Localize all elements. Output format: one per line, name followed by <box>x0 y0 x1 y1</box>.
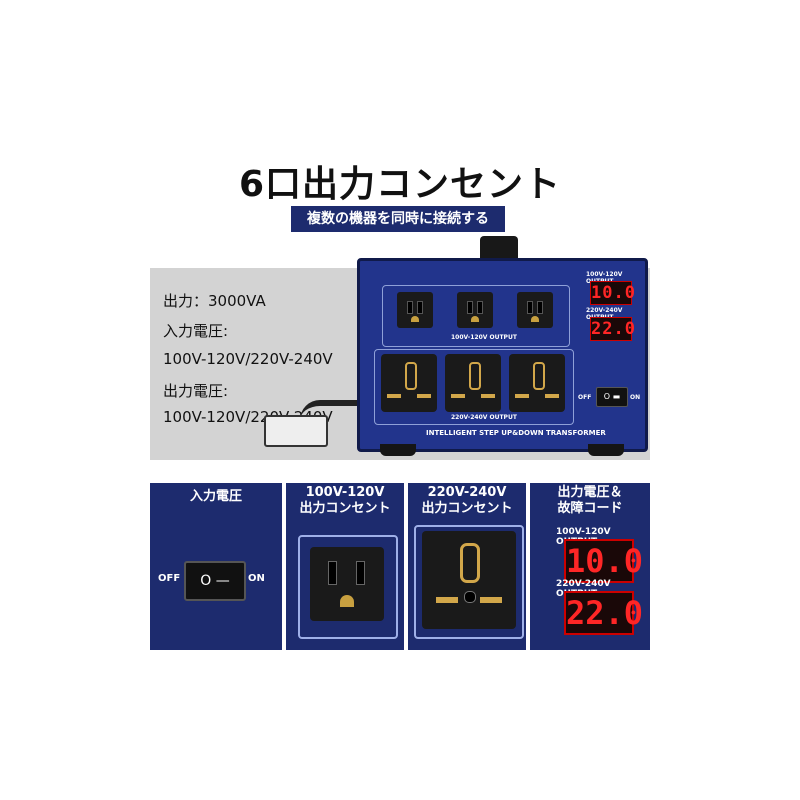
ground-pin-icon <box>340 595 354 607</box>
socket-bar <box>515 394 529 398</box>
ground-hole-icon <box>464 591 476 603</box>
lcd-bottom-display: 22.0 <box>590 317 636 341</box>
panel-input-voltage: 入力電圧 OFF O — ON <box>150 483 282 650</box>
page-title: 6口出力コンセント <box>238 164 562 205</box>
universal-socket <box>445 354 501 412</box>
power-cord <box>300 400 360 424</box>
socket-bar <box>387 394 401 398</box>
socket-bar <box>480 597 502 603</box>
socket-bar <box>481 394 495 398</box>
socket-slot-icon <box>405 362 417 390</box>
switch-on-label: ON <box>630 394 641 401</box>
spec-output-capacity: 出力：3000VA <box>163 292 266 310</box>
us-output-label: 100V-120V OUTPUT <box>451 334 517 341</box>
panel-heading-voltage: 220V-240V <box>427 485 507 500</box>
universal-outlet-frame <box>414 525 524 639</box>
panel-heading-line1: 出力電圧＆ <box>557 485 623 500</box>
universal-socket <box>381 354 437 412</box>
us-socket <box>397 292 433 328</box>
us-socket-group: 100V-120V OUTPUT <box>382 285 570 347</box>
spec-input-range: 100V-120V/220V-240V <box>163 350 333 368</box>
spec-input-label: 入力電圧: <box>163 322 229 340</box>
socket-bar <box>436 597 458 603</box>
lcd-top-display: 10.0 <box>590 281 636 305</box>
transformer-body: 100V-120V OUTPUT 220V-240V OUTPUT 100V-1… <box>357 258 648 452</box>
panel-us-outlet: 100V-120V 出力コンセント <box>286 483 404 650</box>
socket-slot-icon <box>460 543 480 583</box>
switch-off-label: OFF <box>578 394 592 401</box>
brand-line: INTELLIGENT STEP UP&DOWN TRANSFORMER <box>426 429 606 437</box>
ground-pin-icon <box>411 316 419 322</box>
ground-pin-icon <box>531 316 539 322</box>
carry-handle <box>480 236 518 262</box>
socket-bar <box>417 394 431 398</box>
panel-heading: 入力電圧 <box>189 489 242 504</box>
universal-socket-group: 220V-240V OUTPUT <box>374 349 574 425</box>
socket-slot-icon <box>356 561 365 585</box>
switch-on-label: ON <box>248 573 265 584</box>
socket-slot-icon <box>469 362 481 390</box>
device-foot <box>380 444 416 456</box>
panel-heading-outlet: 出力コンセント <box>299 501 391 516</box>
us-socket-closeup <box>310 547 384 621</box>
us-outlet-frame <box>298 535 398 639</box>
panel-heading-outlet: 出力コンセント <box>421 501 513 516</box>
panel-heading-voltage: 100V-120V <box>305 485 385 500</box>
socket-bar <box>451 394 465 398</box>
switch-off-label: OFF <box>158 573 181 584</box>
socket-bar <box>545 394 559 398</box>
display-bottom-lcd: 22.0 <box>564 591 643 635</box>
panel-universal-outlet: 220V-240V 出力コンセント <box>408 483 526 650</box>
device-foot <box>588 444 624 456</box>
power-switch[interactable]: O ▬ <box>596 387 628 407</box>
panel-display: 出力電圧＆ 故障コード 100V-120V OUTPUT 10.0 220V-2… <box>530 483 650 650</box>
power-plug <box>264 415 328 447</box>
panel-heading-line2: 故障コード <box>557 501 623 516</box>
display-top-lcd: 10.0 <box>564 539 643 583</box>
us-socket <box>457 292 493 328</box>
universal-socket-closeup <box>422 531 516 629</box>
socket-slot-icon <box>328 561 337 585</box>
spec-output-label: 出力電圧: <box>163 382 229 400</box>
input-power-switch[interactable]: O — <box>184 561 246 601</box>
ground-pin-icon <box>471 316 479 322</box>
subtitle-banner: 複数の機器を同時に接続する <box>291 206 505 232</box>
universal-socket <box>509 354 565 412</box>
socket-slot-icon <box>533 362 545 390</box>
universal-output-label: 220V-240V OUTPUT <box>451 414 517 421</box>
us-socket <box>517 292 553 328</box>
